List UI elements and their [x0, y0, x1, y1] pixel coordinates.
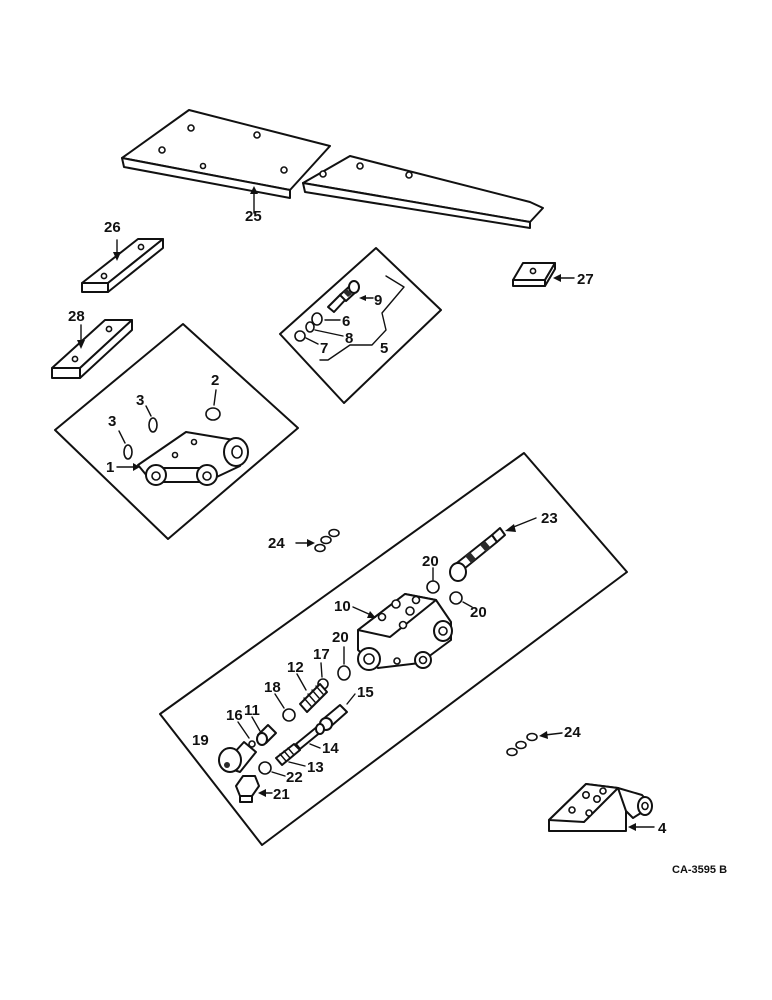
plunger-part-15: 15: [319, 684, 374, 731]
cap-part-19: 19: [192, 732, 257, 773]
ring-part-20c: [337, 665, 351, 681]
plug-part-21: 21: [235, 775, 290, 803]
callout-9: 9: [374, 292, 382, 309]
block-part-4: 4: [548, 783, 667, 837]
o-ring-part-6: [311, 312, 323, 326]
washers-part-24-lower: 24: [506, 724, 581, 757]
ring-part-18: [282, 708, 296, 722]
callout-24b: 24: [564, 724, 581, 741]
callout-21: 21: [273, 786, 290, 803]
callout-19: 19: [192, 732, 209, 749]
valve-housing-part-10: 10: [334, 593, 453, 671]
callout-8: 8: [345, 330, 353, 347]
callout-17: 17: [313, 646, 330, 663]
callout-15: 15: [357, 684, 374, 701]
pin-part-11: 11: [244, 702, 277, 746]
ring-part-7: [294, 330, 306, 342]
callout-25: 25: [245, 186, 262, 225]
ring-part-8: [305, 321, 315, 333]
callout-20a: 20: [422, 553, 439, 570]
callout-13: 13: [307, 759, 324, 776]
spool-part-23: 23: [449, 510, 558, 582]
callout-11: 11: [244, 702, 260, 719]
block-part-27: 27: [512, 262, 594, 288]
callout-4: 4: [658, 820, 667, 837]
callout-3a: 3: [136, 392, 144, 409]
valve-body-part-1: 1: [106, 431, 249, 486]
svg-text:25: 25: [245, 208, 262, 225]
callout-5: 5: [380, 340, 388, 357]
ring-part-20b: [449, 591, 463, 605]
pin-part-16: 16: [226, 707, 256, 748]
bracket-left-part-25: [121, 109, 331, 199]
ring-part-22: [258, 761, 272, 775]
callout-18: 18: [264, 679, 281, 696]
callout-20b: 20: [470, 604, 487, 621]
callout-2: 2: [211, 372, 219, 389]
callout-1: 1: [106, 459, 114, 476]
callout-12: 12: [287, 659, 304, 676]
callout-24a: 24: [268, 535, 285, 552]
spring-part-13: 13: [275, 743, 324, 776]
drawing-code: CA-3595 B: [672, 864, 727, 876]
callout-7: 7: [320, 340, 328, 357]
callout-16: 16: [226, 707, 243, 724]
o-ring-part-3b: [123, 444, 133, 460]
valve-box-part-1: 1 2 3 3: [54, 323, 299, 540]
callout-28: 28: [68, 308, 85, 325]
callout-14: 14: [322, 740, 339, 757]
bracket-right-part-25: [302, 155, 544, 229]
o-ring-part-3a: [148, 417, 158, 433]
plate-part-26: 26: [81, 219, 164, 293]
poppet-part-9: 9: [327, 280, 382, 313]
stem-part-14: 14: [295, 723, 339, 757]
callout-27: 27: [577, 271, 594, 288]
ring-part-20a: [426, 580, 440, 594]
callout-20c: 20: [332, 629, 349, 646]
callout-10: 10: [334, 598, 351, 615]
plate-part-28: 28: [51, 308, 133, 379]
callout-3b: 3: [108, 413, 116, 430]
callout-23: 23: [541, 510, 558, 527]
spring-part-12: 12: [287, 659, 328, 713]
washers-part-24-upper: 24: [268, 528, 340, 553]
kit-box-part-5: 9 6 8 7 5: [279, 247, 442, 404]
o-ring-part-2: [205, 407, 221, 421]
callout-26: 26: [104, 219, 121, 236]
callout-22: 22: [286, 769, 303, 786]
callout-6: 6: [342, 313, 350, 330]
control-valve-box-part-10: 23 20 20 10: [159, 452, 628, 846]
